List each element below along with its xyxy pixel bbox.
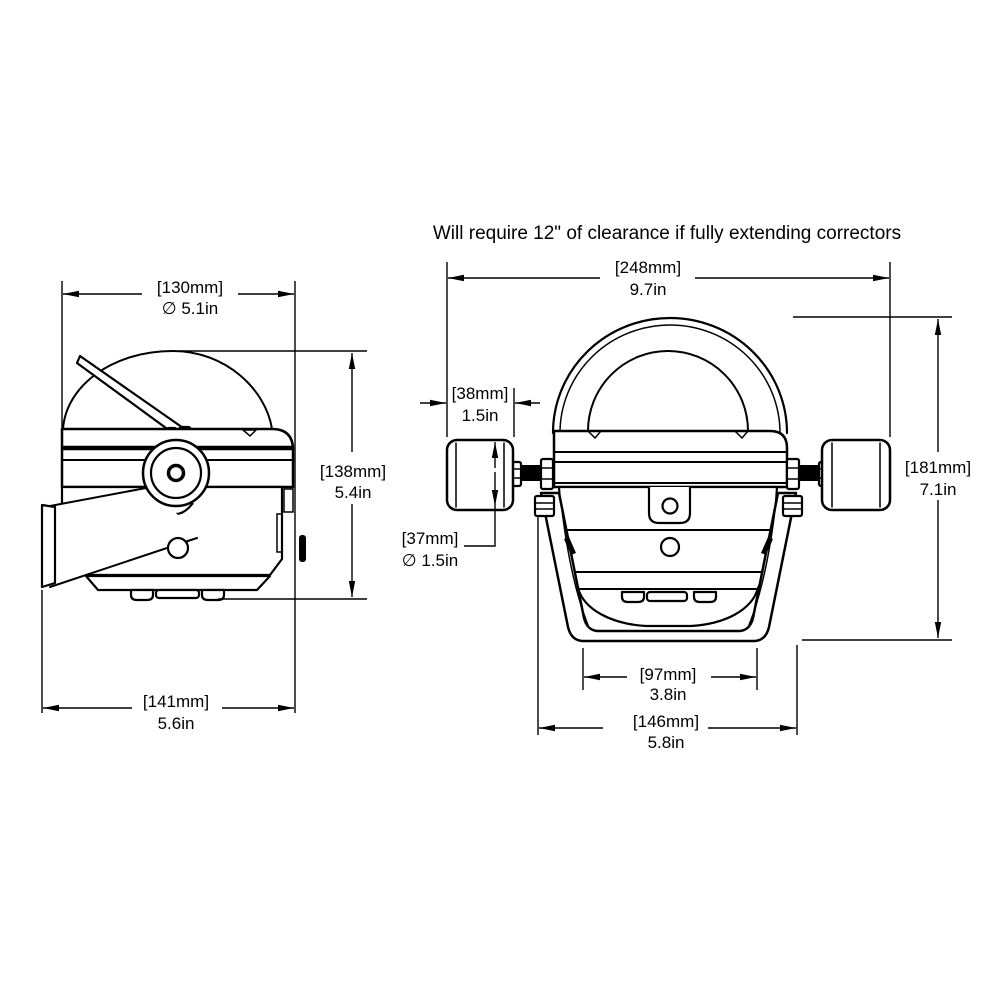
clearance-note: Will require 12" of clearance if fully e… xyxy=(433,223,901,244)
dim-38mm-inches: 1.5in xyxy=(462,406,499,425)
dim-38mm-label: [38mm] xyxy=(452,384,509,403)
nut-facets xyxy=(786,467,800,480)
dim-97mm-label: [97mm] xyxy=(640,665,697,684)
dim-130mm-label: [130mm] xyxy=(157,278,223,297)
foot xyxy=(129,588,155,602)
body-notch xyxy=(733,430,750,440)
side-view: [130mm] ∅ 5.1in [138mm] 5.4in [141mm] 5.… xyxy=(40,278,386,733)
base-strip xyxy=(645,590,689,603)
nut-facets xyxy=(540,467,554,480)
bracket-slot xyxy=(761,537,773,555)
corrector-shaft xyxy=(798,465,820,481)
bracket-arm-fill xyxy=(50,487,200,587)
hood-fill xyxy=(553,318,787,433)
bracket-slot xyxy=(564,537,576,555)
bowl-screw-hole xyxy=(659,536,681,558)
pivot-bolt xyxy=(781,494,804,518)
dim-141mm-inches: 5.6in xyxy=(158,714,195,733)
corrector-nut xyxy=(785,457,801,491)
pivot-bolt-facets xyxy=(782,502,803,510)
corrector-knob xyxy=(445,438,515,512)
bracket-plate xyxy=(40,503,57,589)
hood-outer-arc xyxy=(551,316,789,435)
side-clip xyxy=(299,535,306,562)
base-strip xyxy=(154,588,201,600)
foot xyxy=(620,590,646,604)
dim-138mm-label: [138mm] xyxy=(320,462,386,481)
hood-inner-arc xyxy=(559,324,781,434)
dim-146mm-label: [146mm] xyxy=(633,712,699,731)
dim-181mm-inches: 7.1in xyxy=(920,480,957,499)
body-notch xyxy=(240,429,258,438)
front-view-dimensions: [248mm] 9.7in [38mm] 1.5in [37mm] ∅ 1.5i… xyxy=(402,258,971,752)
housing-step xyxy=(276,513,283,553)
pivot-bolt xyxy=(533,494,556,518)
corrector-nut xyxy=(539,457,555,491)
compass-dome-side xyxy=(62,349,273,430)
compass-body-front xyxy=(552,429,789,489)
dim-248mm-label: [248mm] xyxy=(615,258,681,277)
dim-138mm-inches: 5.4in xyxy=(335,483,372,502)
bracket-arm-top-edge xyxy=(49,487,147,507)
dim-248mm-inches: 9.7in xyxy=(630,280,667,299)
front-view: [248mm] 9.7in [38mm] 1.5in [37mm] ∅ 1.5i… xyxy=(402,258,971,752)
dim-181mm-label: [181mm] xyxy=(905,458,971,477)
dim-130mm-inches: ∅ 5.1in xyxy=(162,299,218,318)
side-view-dimensions: [130mm] ∅ 5.1in [138mm] 5.4in [141mm] 5.… xyxy=(41,278,386,733)
dim-leader-37 xyxy=(464,506,496,547)
dim-141mm-label: [141mm] xyxy=(143,692,209,711)
bracket-fold-line xyxy=(560,501,589,626)
housing-tab xyxy=(283,488,294,513)
base-side xyxy=(84,574,272,592)
corrector-right xyxy=(785,438,892,512)
compass-dome-front xyxy=(587,350,749,432)
body-notch xyxy=(586,430,603,440)
dim-97mm-inches: 3.8in xyxy=(650,685,687,704)
bowl-tab-hole xyxy=(661,497,679,515)
bracket-fold-line xyxy=(748,501,777,626)
sun-shield xyxy=(75,354,188,441)
corrector-knob xyxy=(820,438,892,512)
foot xyxy=(692,590,718,604)
corrector-shaft xyxy=(520,465,542,481)
dim-146mm-inches: 5.8in xyxy=(648,733,685,752)
stirrup-bracket xyxy=(539,491,798,643)
dim-37mm-inches: ∅ 1.5in xyxy=(402,551,458,570)
pivot-knob-hole xyxy=(166,463,186,483)
dim-37mm-label: [37mm] xyxy=(402,529,459,548)
pivot-bolt-facets xyxy=(534,502,555,510)
foot xyxy=(200,588,226,602)
bracket-screw-hole xyxy=(166,536,190,560)
